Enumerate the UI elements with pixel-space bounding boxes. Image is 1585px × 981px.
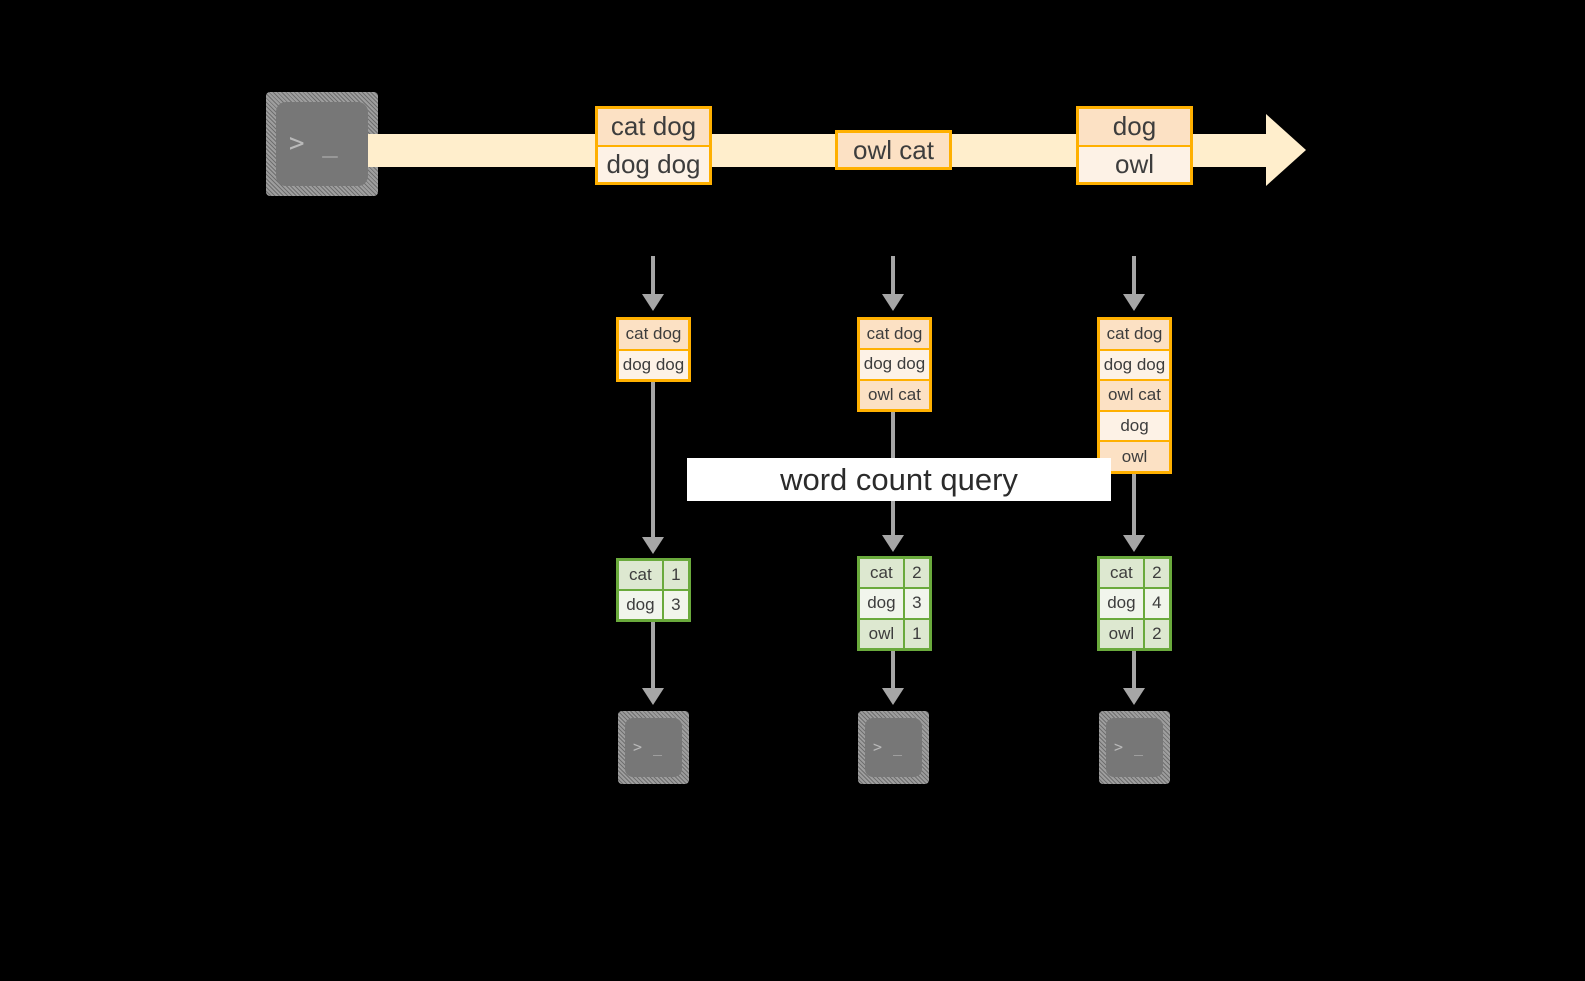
snapshot-3-line-1: cat dog <box>1100 320 1169 349</box>
snapshot-2-accumulated-lines[interactable]: cat dog dog dog owl cat <box>857 317 932 412</box>
table-row: owl 2 <box>1100 617 1169 648</box>
snapshot-3-line-5: owl <box>1100 440 1169 471</box>
snapshot-1-tap-arrowhead <box>642 294 664 311</box>
snapshot-3-word-2: dog <box>1100 589 1143 618</box>
snapshot-2-line-1: cat dog <box>860 320 929 349</box>
snapshot-2-word-2: dog <box>860 589 903 618</box>
table-row: cat 2 <box>860 559 929 588</box>
snapshot-2-line-3: owl cat <box>860 378 929 409</box>
snapshot-3-sink-line <box>1132 651 1136 688</box>
terminal-screen: > _ <box>865 718 922 777</box>
terminal-screen: > _ <box>1106 718 1163 777</box>
table-row: dog 3 <box>619 589 688 619</box>
stream-record-3-line-2: owl <box>1079 144 1190 182</box>
snapshot-1-sink-line <box>651 622 655 688</box>
snapshot-2-sink-arrowhead <box>882 688 904 705</box>
snapshot-2-result-table[interactable]: cat 2 dog 3 owl 1 <box>857 556 932 651</box>
terminal-prompt-glyph: > _ <box>288 128 339 159</box>
terminal-prompt-glyph: > _ <box>872 737 904 756</box>
snapshot-2-query-arrowhead <box>882 535 904 552</box>
snapshot-2-word-3: owl <box>860 619 903 648</box>
terminal-prompt-glyph: > _ <box>1113 737 1145 756</box>
snapshot-1-count-1: 1 <box>661 561 688 589</box>
snapshot-3-word-3: owl <box>1100 619 1143 648</box>
snapshot-1-sink-terminal[interactable]: > _ <box>618 711 689 784</box>
snapshot-3-count-2: 4 <box>1142 589 1169 618</box>
snapshot-1-accumulated-lines[interactable]: cat dog dog dog <box>616 317 691 382</box>
snapshot-2-count-1: 2 <box>902 559 929 588</box>
snapshot-3-query-line <box>1132 474 1136 535</box>
snapshot-2-count-2: 3 <box>902 589 929 618</box>
terminal-screen: > _ <box>625 718 682 777</box>
snapshot-3-line-4: dog <box>1100 409 1169 441</box>
snapshot-2-line-2: dog dog <box>860 348 929 379</box>
snapshot-3-line-3: owl cat <box>1100 379 1169 410</box>
snapshot-3-sink-arrowhead <box>1123 688 1145 705</box>
stream-record-2-line-1: owl cat <box>838 133 949 167</box>
table-row: dog 4 <box>1100 587 1169 618</box>
snapshot-2-tap-line <box>891 256 895 294</box>
snapshot-3-tap-line <box>1132 256 1136 294</box>
stream-record-3-line-1: dog <box>1079 109 1190 145</box>
snapshot-3-line-2: dog dog <box>1100 348 1169 380</box>
snapshot-1-line-2: dog dog <box>619 348 688 379</box>
source-terminal[interactable]: > _ <box>266 92 378 196</box>
table-row: dog 3 <box>860 587 929 618</box>
stream-record-2[interactable]: owl cat <box>835 130 952 170</box>
snapshot-1-count-2: 3 <box>661 591 688 619</box>
snapshot-3-accumulated-lines[interactable]: cat dog dog dog owl cat dog owl <box>1097 317 1172 474</box>
snapshot-3-count-3: 2 <box>1142 619 1169 648</box>
snapshot-1-word-1: cat <box>619 561 662 589</box>
snapshot-2-tap-arrowhead <box>882 294 904 311</box>
word-count-query-text: word count query <box>780 461 1018 497</box>
snapshot-1-tap-line <box>651 256 655 294</box>
snapshot-1-query-arrowhead <box>642 537 664 554</box>
table-row: cat 1 <box>619 561 688 589</box>
stream-record-1[interactable]: cat dog dog dog <box>595 106 712 185</box>
snapshot-1-sink-arrowhead <box>642 688 664 705</box>
snapshot-1-word-2: dog <box>619 591 662 619</box>
snapshot-2-count-3: 1 <box>902 619 929 648</box>
snapshot-1-query-line <box>651 382 655 537</box>
word-count-query-label: word count query <box>687 458 1111 501</box>
stream-arrowhead <box>1266 114 1306 186</box>
snapshot-3-count-1: 2 <box>1142 559 1169 588</box>
snapshot-3-result-table[interactable]: cat 2 dog 4 owl 2 <box>1097 556 1172 651</box>
stream-record-3[interactable]: dog owl <box>1076 106 1193 185</box>
stream-record-1-line-2: dog dog <box>598 144 709 182</box>
table-row: owl 1 <box>860 617 929 648</box>
table-row: cat 2 <box>1100 559 1169 588</box>
stream-record-1-line-1: cat dog <box>598 109 709 145</box>
snapshot-2-sink-line <box>891 651 895 688</box>
snapshot-2-sink-terminal[interactable]: > _ <box>858 711 929 784</box>
snapshot-1-result-table[interactable]: cat 1 dog 3 <box>616 558 691 622</box>
snapshot-3-word-1: cat <box>1100 559 1143 588</box>
snapshot-2-word-1: cat <box>860 559 903 588</box>
snapshot-3-tap-arrowhead <box>1123 294 1145 311</box>
terminal-prompt-glyph: > _ <box>632 737 664 756</box>
snapshot-3-query-arrowhead <box>1123 535 1145 552</box>
snapshot-1-line-1: cat dog <box>619 320 688 349</box>
terminal-screen: > _ <box>276 102 368 186</box>
snapshot-3-sink-terminal[interactable]: > _ <box>1099 711 1170 784</box>
